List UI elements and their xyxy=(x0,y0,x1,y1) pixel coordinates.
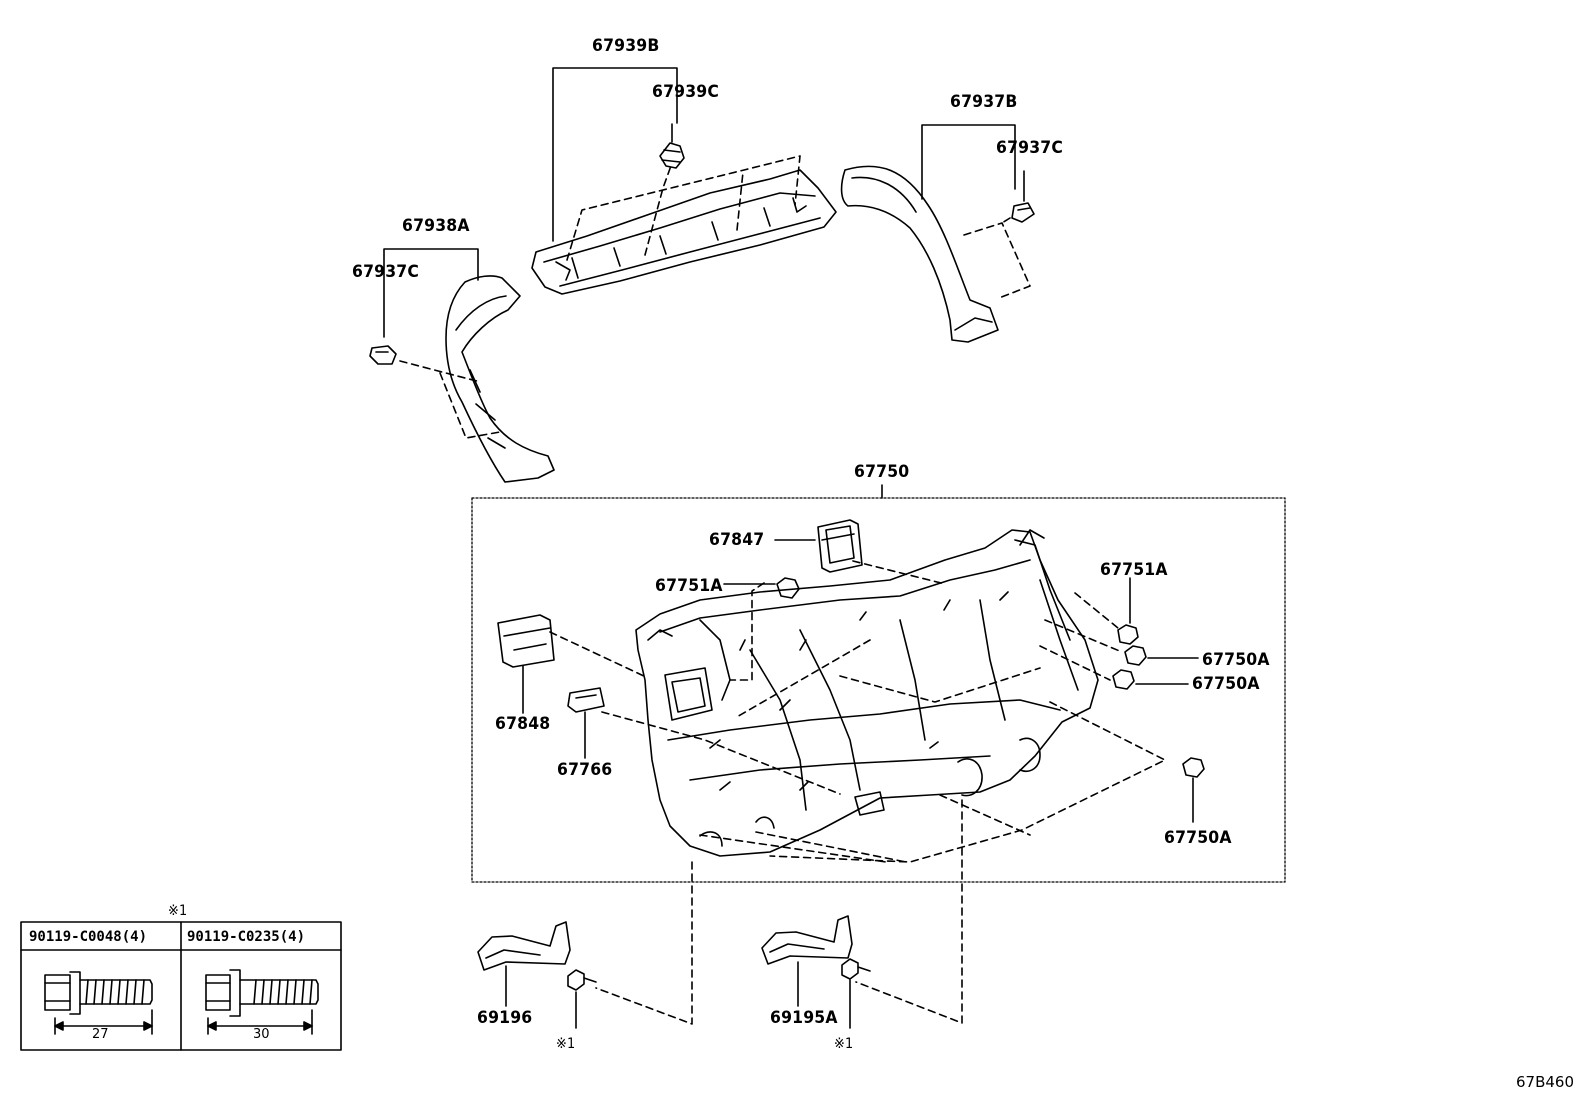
67937B-dash-lines xyxy=(963,217,1031,299)
bolt-table-part-2: 90119-C0235(4) xyxy=(187,929,306,945)
bracket-67766 xyxy=(567,687,605,759)
diagram-code: 67B460 xyxy=(1515,1073,1574,1091)
clip-67751A-left xyxy=(723,577,800,599)
bolt-length-1: 27 xyxy=(92,1027,109,1042)
label-67937B: 67937B xyxy=(950,92,1018,112)
pull-handle-69195A xyxy=(761,915,853,1007)
bolt-table xyxy=(20,921,342,1051)
label-67750A-1: 67750A xyxy=(1202,650,1270,670)
label-67750: 67750 xyxy=(854,462,910,482)
label-67848: 67848 xyxy=(495,714,551,734)
label-67939C: 67939C xyxy=(652,82,720,102)
label-69196: 69196 xyxy=(477,1008,533,1028)
right-pillar-trim-67937B xyxy=(840,124,1016,343)
cover-67848 xyxy=(497,614,555,714)
label-67938A: 67938A xyxy=(402,216,470,236)
note-mark-1a: ※1 xyxy=(556,1036,576,1052)
label-67751A-right: 67751A xyxy=(1100,560,1168,580)
67750-dash-lines xyxy=(549,560,1166,1025)
pull-handle-69196 xyxy=(477,921,571,1007)
bolt-table-part-1: 90119-C0048(4) xyxy=(29,929,148,945)
label-67750A-3: 67750A xyxy=(1164,828,1232,848)
assembly-box-67750 xyxy=(471,497,1286,883)
back-door-trim-board-67750 xyxy=(635,529,1099,857)
bolt-table-note: ※1 xyxy=(168,903,188,919)
label-67937C-left: 67937C xyxy=(352,262,420,282)
bolt-69196 xyxy=(567,969,597,1029)
label-67937C-right: 67937C xyxy=(996,138,1064,158)
label-67766: 67766 xyxy=(557,760,613,780)
clip-67750A-2 xyxy=(1112,669,1189,690)
label-67939B: 67939B xyxy=(592,36,660,56)
label-67847: 67847 xyxy=(709,530,765,550)
cover-67847 xyxy=(774,519,863,573)
bolt-69195A xyxy=(841,958,871,1029)
clip-67937C-right xyxy=(1011,170,1035,223)
left-pillar-trim-67938A xyxy=(383,248,555,483)
label-67750A-2: 67750A xyxy=(1192,674,1260,694)
67938A-dash-lines xyxy=(399,360,501,439)
clip-67937C-left xyxy=(369,345,397,365)
note-mark-1b: ※1 xyxy=(834,1036,854,1052)
clip-67750A-3 xyxy=(1182,757,1205,823)
clip-67939C xyxy=(659,123,685,169)
clip-67751A-right xyxy=(1117,577,1139,645)
67939B-dash-lines xyxy=(566,155,801,261)
label-69195A: 69195A xyxy=(770,1008,838,1028)
clip-67750A-1 xyxy=(1124,645,1199,666)
bolt-length-2: 30 xyxy=(253,1027,270,1042)
label-67751A-left: 67751A xyxy=(655,576,723,596)
upper-back-door-trim-67939B xyxy=(531,67,837,295)
